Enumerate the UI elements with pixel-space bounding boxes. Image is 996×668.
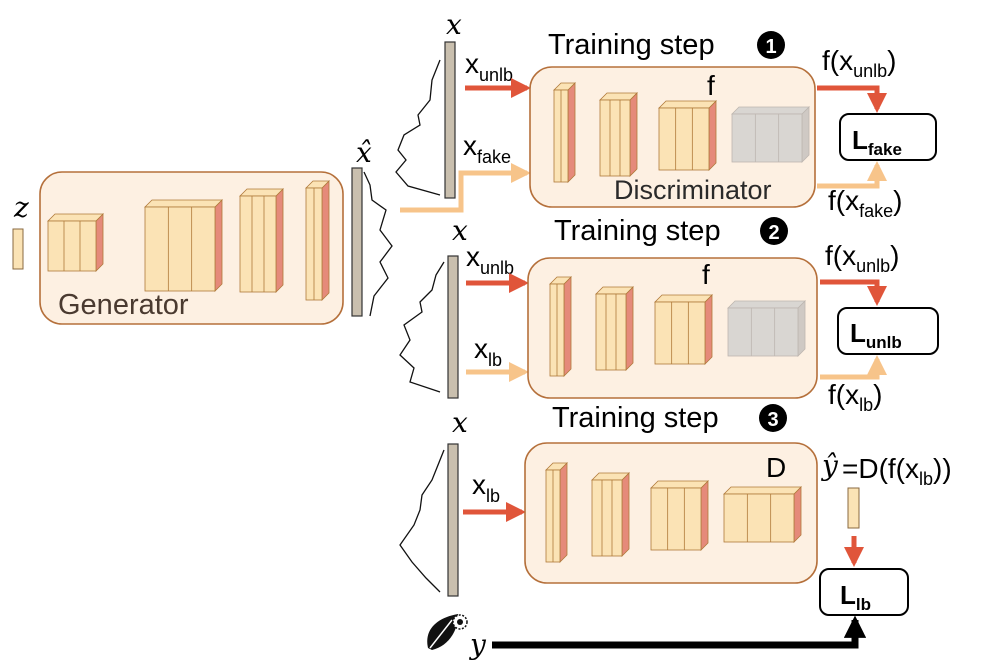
disc-layer-4: [727, 300, 806, 357]
generator-label: Generator: [58, 289, 189, 321]
arrow-unlb-to-loss-fake: [817, 85, 887, 113]
loss-lb-label: Llb: [840, 580, 871, 614]
dandelion-icon: [452, 614, 468, 630]
y-hat-label: ŷ: [820, 449, 839, 482]
x-signal-step2: [399, 261, 445, 393]
step3-title: Training step 3: [552, 402, 787, 434]
disc-layer-2: [591, 472, 630, 557]
f-label-step2: f: [702, 259, 710, 290]
discriminator-label: Discriminator: [614, 175, 772, 205]
discriminator-layers-step2: [549, 276, 806, 377]
svg-text:Training step: Training step: [552, 402, 719, 434]
step1-marker-icon: [757, 31, 785, 59]
loss-unlb-box: [837, 307, 939, 355]
generator-layer-2: [144, 199, 223, 292]
x-label-step1: x: [446, 8, 462, 41]
generator-layer-1: [47, 213, 104, 272]
input-label-x-fake-step1: xfake: [463, 130, 511, 167]
x-label-step2: x: [452, 214, 468, 247]
generator-layer-4: [305, 180, 330, 301]
input-label-x-unlb-step1: xunlb: [465, 48, 513, 85]
disc-layer-1: [545, 462, 568, 563]
arrow-fake-to-disc-step1: [400, 163, 531, 213]
x-vector-step1: [444, 41, 456, 199]
disc-layer-3: [654, 294, 713, 365]
x-signal-step1: [395, 59, 441, 196]
disc-layer-3: [658, 100, 717, 171]
disc-layer-4: [731, 106, 810, 163]
arrow-lb-to-loss-unlb: [820, 355, 887, 380]
x-vector-step2: [447, 255, 459, 399]
loss-unlb-label: Lunlb: [850, 318, 902, 352]
disc-layer-1: [549, 276, 572, 377]
svg-text:3: 3: [767, 409, 778, 431]
svg-text:Training step: Training step: [548, 29, 715, 61]
disc-layer-4: [723, 486, 802, 543]
x-hat-label: x̂: [356, 136, 372, 169]
svg-text:2: 2: [768, 222, 779, 244]
input-label-x-lb-step2: xlb: [474, 333, 502, 370]
step1-title: Training step 1: [548, 29, 785, 61]
x-signal-step3: [399, 449, 445, 593]
svg-text:Training step: Training step: [554, 215, 721, 247]
loss-fake-label: Lfake: [852, 125, 902, 159]
z-vector: [12, 228, 24, 270]
f-label-step1: f: [707, 70, 715, 101]
step2-title: Training step 2: [554, 215, 788, 247]
input-label-x-lb-step3: xlb: [472, 469, 500, 506]
generator-layers: [47, 180, 330, 301]
x-vector-step3: [447, 443, 459, 597]
y-hat-equation: =D(f(xlb)): [842, 453, 952, 489]
output-label-f-x-fake-step1: f(xfake): [828, 185, 902, 221]
generator-layer-3: [239, 188, 284, 293]
disc-layer-3: [650, 480, 709, 551]
step3-marker-icon: [759, 404, 787, 432]
d-label-step3: D: [766, 452, 786, 483]
arrow-y-to-loss-lb: [492, 615, 867, 649]
loss-fake-box: [839, 113, 937, 161]
x-label-step3: x: [452, 406, 468, 439]
step2-marker-icon: [760, 217, 788, 245]
svg-text:1: 1: [765, 36, 776, 58]
x-hat-vector: [351, 167, 363, 317]
disc-layer-1: [553, 82, 576, 183]
arrow-unlb-to-loss-unlb: [820, 279, 887, 306]
leaf-icon: [427, 614, 458, 650]
discriminator-layers-step1: [553, 82, 810, 183]
input-label-x-unlb-step2: xunlb: [466, 241, 514, 278]
output-label-f-x-unlb-step1: f(xunlb): [822, 45, 896, 81]
disc-layer-2: [595, 286, 634, 371]
generator-block: Generator: [39, 171, 344, 325]
loss-lb-box: [819, 568, 909, 616]
x-hat-signal: [363, 171, 393, 317]
y-hat-vector: [847, 487, 860, 529]
arrow-fake-to-loss-fake: [817, 161, 887, 189]
z-label: z: [13, 191, 29, 224]
output-label-f-x-unlb-step2: f(xunlb): [825, 240, 899, 276]
classifier-layers-step3: [545, 462, 802, 563]
y-label: y: [468, 628, 487, 661]
disc-layer-2: [599, 92, 638, 177]
output-label-f-x-lb-step2: f(xlb): [828, 379, 882, 415]
